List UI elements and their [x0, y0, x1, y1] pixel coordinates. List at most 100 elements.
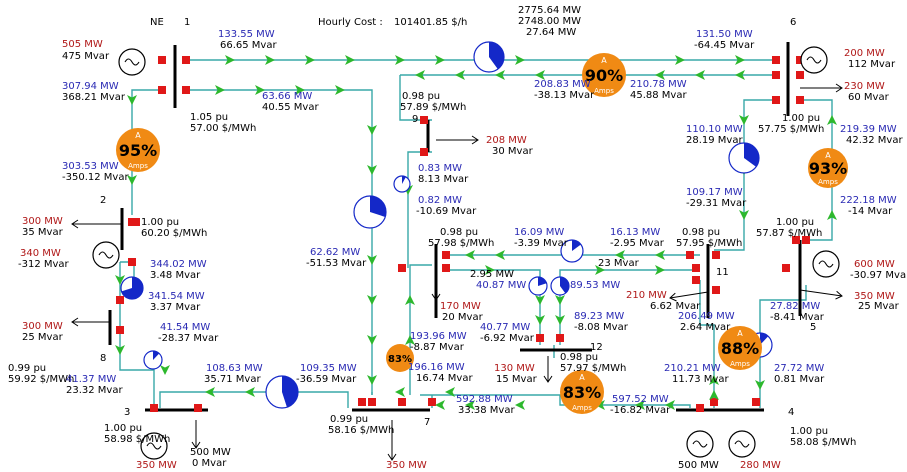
breaker-icon [182, 56, 190, 64]
bus-pu: 0.98 pu [682, 227, 721, 238]
flow-mw: 62.62 MW [310, 247, 361, 258]
flow-arrow-icon [735, 70, 745, 80]
flow-pie-fill [744, 143, 759, 167]
generator-sine [98, 251, 114, 259]
flow-arrow-icon [695, 70, 705, 80]
gauge-caption: Amps [594, 87, 614, 95]
gen-mvar: -312 Mvar [18, 259, 69, 270]
flow-arrow-icon [827, 115, 837, 125]
generator-sine [146, 442, 162, 450]
bus-price: 57.00 $/MWh [190, 123, 257, 134]
gen-mw: 505 MW [62, 39, 103, 50]
breaker-icon [772, 71, 780, 79]
flow-arrow-icon [555, 315, 565, 325]
flow-mw: 303.53 MW [62, 161, 119, 172]
load-mw: 210 MW [626, 290, 667, 301]
flow-mvar: -64.45 Mvar [694, 40, 755, 51]
flow-mw: 208.83 MW [534, 79, 591, 90]
flow-arrow-icon [435, 400, 445, 410]
hourly-cost-value: 101401.85 $/h [394, 17, 468, 28]
bus-price: 58.98 $/MWh [104, 434, 171, 445]
bus-price: 57.89 $/MWh [400, 102, 467, 113]
flow-mw: 40.87 MW [476, 280, 527, 291]
bus-label: 5 [810, 322, 817, 333]
bus-pu: 1.05 pu [190, 112, 229, 123]
load-mvar: 30 Mvar [492, 146, 533, 157]
flow-pie-fill [370, 196, 386, 217]
breaker-icon [132, 218, 140, 226]
flow-arrow-icon [405, 295, 415, 305]
gen-mvar: -30.97 Mvar [850, 270, 907, 281]
breaker-icon [556, 334, 564, 342]
breaker-icon [712, 286, 720, 294]
load-arrowhead [387, 453, 397, 461]
generator-sine [692, 440, 708, 448]
gen-mw: 280 MW [740, 460, 781, 471]
breaker-icon [782, 264, 790, 272]
breaker-icon [128, 258, 136, 266]
flow-arrow-icon [595, 400, 605, 410]
losses-mw: 27.64 MW [526, 27, 577, 38]
bus-label: 2 [100, 195, 107, 206]
load-arrow-icon [669, 291, 709, 299]
bus-pu: 1.00 pu [790, 426, 829, 437]
load-mw: 208 MW [486, 135, 527, 146]
load-mvar: 25 Mvar [858, 301, 899, 312]
flow-mw: 222.18 MW [840, 195, 897, 206]
flow-mvar: 16.74 Mvar [416, 373, 473, 384]
flow-mw: 16.09 MW [514, 227, 565, 238]
flow-arrow-icon [655, 250, 665, 260]
flow-mw: 210.21 MW [664, 363, 721, 374]
bus-pu: 0.99 pu [8, 363, 47, 374]
bus-pu: 0.99 pu [330, 414, 369, 425]
flow-arrow-icon [115, 345, 125, 355]
load-arrowhead [835, 290, 843, 300]
flow-mw: 0.82 MW [418, 195, 462, 206]
flow-mvar: 3.37 Mvar [150, 302, 201, 313]
gen-mw: 500 MW [678, 460, 719, 471]
load-mvar: 35 Mvar [22, 227, 63, 238]
flow-pie-fill [489, 42, 505, 70]
breaker-icon [712, 251, 720, 259]
breakers [116, 56, 810, 412]
load-arrowhead [669, 292, 677, 302]
gauge-caption: Amps [572, 404, 592, 412]
flow-arrow-icon [345, 55, 355, 65]
flow-mw: 219.39 MW [840, 124, 897, 135]
gauge-letter: A [737, 329, 743, 338]
flow-arrow-icon [215, 85, 225, 95]
flow-pie-fill [121, 277, 143, 299]
flow-mvar: -8.08 Mvar [574, 322, 628, 333]
load-arrowhead [543, 375, 553, 383]
load-mvar: 15 Mvar [496, 374, 537, 385]
flow-arrow-icon [367, 165, 377, 175]
bus-price: 57.87 $/MWh [756, 228, 823, 239]
flow-arrow-icon [127, 95, 137, 105]
flow-mw: 63.66 MW [262, 91, 313, 102]
flow-arrow-icon [335, 85, 345, 95]
percent-gauge: 83% [386, 344, 414, 372]
load-mw: 350 MW [386, 460, 427, 471]
percent-gauge: A93%Amps [808, 148, 848, 188]
bus-pu: 1.00 pu [782, 113, 821, 124]
flow-arrow-icon [495, 250, 505, 260]
breaker-icon [358, 398, 366, 406]
flow-mw: 110.10 MW [686, 124, 743, 135]
hourly-cost-label: Hourly Cost : [318, 17, 383, 28]
bus-label: 8 [100, 353, 107, 364]
flow-mw: 108.63 MW [206, 363, 263, 374]
flow-arrow-icon [127, 175, 137, 185]
percent-gauge: A95%Amps [116, 128, 160, 172]
flow-pies [120, 41, 773, 409]
flow-arrow-icon [367, 335, 377, 345]
flow-mvar: 35.71 Mvar [204, 374, 261, 385]
flow-mw: 89.53 MW [570, 280, 621, 291]
flow-arrow-icon [367, 255, 377, 265]
flow-arrow-icon [555, 295, 565, 305]
bus-price: 57.97 $/MWh [560, 363, 627, 374]
flow-mw: 341.54 MW [148, 291, 205, 302]
flow-mw: 109.17 MW [686, 187, 743, 198]
flow-mvar: -8.87 Mvar [410, 342, 464, 353]
breaker-icon [692, 264, 700, 272]
generator-sine [734, 440, 750, 448]
